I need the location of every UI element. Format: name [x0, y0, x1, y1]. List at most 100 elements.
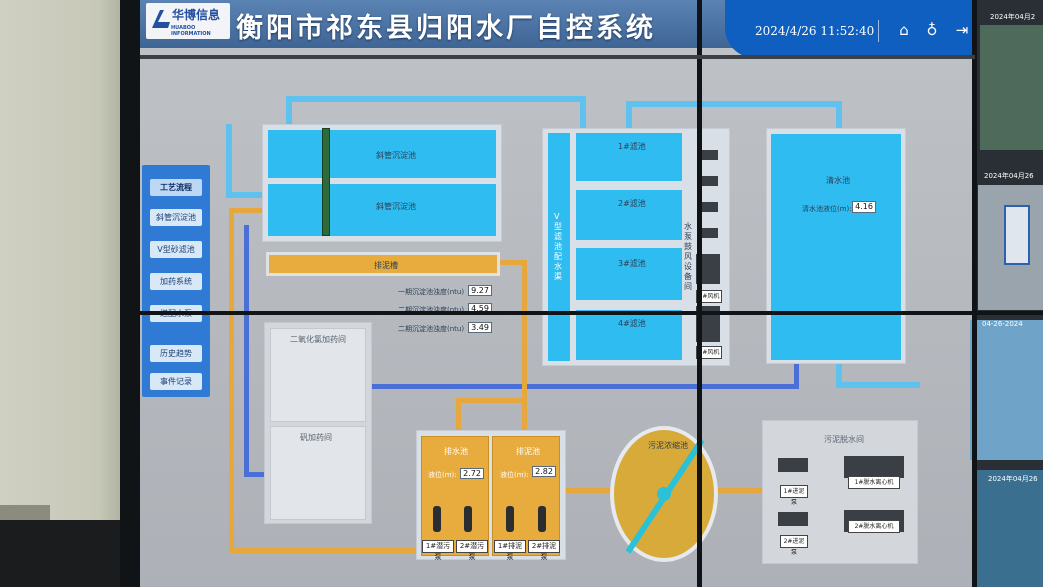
- brand-logo: 华博信息 HUABOO INFORMATION: [146, 3, 230, 39]
- logout-icon[interactable]: ⇥: [955, 21, 969, 39]
- feed-pump-2-button[interactable]: 2#进泥泵: [780, 535, 808, 556]
- sludge-thickener[interactable]: [608, 424, 720, 564]
- page-title: 衡阳市祁东县归阳水厂自控系统: [236, 13, 656, 44]
- logo-icon: [152, 10, 170, 28]
- sludge-level-value: 2.82: [532, 466, 556, 477]
- chlorine-dioxide-room-label: 二氧化氯加药间: [290, 335, 346, 344]
- clearwater-tank[interactable]: [771, 134, 901, 360]
- clearwater-label: 清水池: [826, 176, 850, 185]
- pipe-blue: [226, 192, 266, 198]
- thickener-label: 污泥浓缩池: [648, 441, 688, 450]
- pipe-blue: [286, 96, 584, 102]
- user-icon[interactable]: ♁: [926, 21, 938, 39]
- camera-timestamp: 2024年04月26: [988, 475, 1038, 483]
- pipe-navy: [244, 472, 266, 477]
- clock-panel: [725, 0, 975, 58]
- feed-pump-1-button[interactable]: 1#进泥泵: [780, 485, 808, 506]
- filter-1[interactable]: [576, 133, 682, 181]
- sludge-channel[interactable]: [266, 252, 500, 276]
- nav-process[interactable]: 工艺流程: [150, 179, 202, 196]
- drain-pool-label: 排水池: [444, 447, 468, 456]
- pipe-orange: [456, 398, 461, 432]
- pipe-orange: [500, 260, 526, 265]
- sedimentation-tank-2-label: 斜管沉淀池: [376, 202, 416, 211]
- filter-2[interactable]: [576, 190, 682, 240]
- pipe-orange: [564, 488, 612, 493]
- drain-pool[interactable]: [421, 436, 489, 556]
- reading-label: 二期沉淀池浊度(ntu): [398, 306, 465, 314]
- dewatering-label: 污泥脱水间: [824, 435, 864, 444]
- reading-label: 一期沉淀池浊度(ntu): [398, 288, 465, 296]
- filter-4-label: 4#滤池: [618, 319, 646, 328]
- centrifuge-1-button[interactable]: 1#脱水离心机: [848, 476, 900, 489]
- sludge-pump-2-button[interactable]: 2#排泥泵: [528, 540, 560, 561]
- bezel-vertical: [697, 0, 702, 587]
- pipe-orange: [456, 398, 526, 403]
- pipe-orange: [229, 208, 269, 213]
- nav-history[interactable]: 历史趋势: [150, 345, 202, 362]
- blower-pumps-icon: [698, 150, 718, 238]
- pipe-orange: [522, 260, 527, 432]
- pipe-orange: [718, 488, 764, 493]
- wall-background: [0, 0, 140, 587]
- sludge-pool-label: 排泥池: [516, 447, 540, 456]
- pipe-blue: [626, 101, 632, 128]
- pipe-blue: [286, 96, 292, 126]
- nav-sedimentation[interactable]: 斜管沉淀池: [150, 209, 202, 226]
- pipe-navy: [794, 362, 799, 389]
- bezel-top: [140, 55, 975, 59]
- pump-room-label: 水泵鼓风设备间: [684, 222, 692, 291]
- sludge-pool[interactable]: [492, 436, 560, 556]
- camera-timestamp: 04-26-2024: [982, 320, 1023, 328]
- centrifuge-2-button[interactable]: 2#脱水离心机: [848, 520, 900, 533]
- pipe-navy: [372, 384, 798, 389]
- sedimentation-tank-1-label: 斜管沉淀池: [376, 151, 416, 160]
- sludge-level-label: 液位(m):: [500, 471, 529, 479]
- sedimentation-tank-1[interactable]: [268, 130, 496, 178]
- filter-4[interactable]: [576, 310, 682, 360]
- alum-room[interactable]: [270, 426, 366, 520]
- datetime: 2024/4/26 11:52:40: [755, 24, 875, 38]
- drain-level-value: 2.72: [460, 468, 484, 479]
- pipe-blue: [580, 96, 586, 128]
- bezel-horizontal: [140, 311, 1043, 315]
- pipe-orange: [229, 208, 234, 553]
- dewatering-equipment-icon: [778, 456, 904, 532]
- drain-pump-2-button[interactable]: 2#潜污泵: [456, 540, 488, 561]
- desk-equipment: [0, 520, 120, 587]
- home-icon[interactable]: ⌂: [899, 21, 909, 39]
- camera-sign: [1004, 205, 1030, 265]
- filter-1-label: 1#滤池: [618, 142, 646, 151]
- nav-events[interactable]: 事件记录: [150, 373, 202, 390]
- drain-pump-1-button[interactable]: 1#潜污泵: [422, 540, 454, 561]
- sludge-pump-1-button[interactable]: 1#排泥泵: [494, 540, 526, 561]
- camera-timestamp: 2024年04月2: [990, 13, 1036, 21]
- nav-dosing[interactable]: 加药系统: [150, 273, 202, 290]
- clearwater-level-label: 清水池液位(m):: [802, 205, 852, 213]
- pipe-blue: [626, 101, 840, 107]
- camera-feed-1: [980, 25, 1043, 150]
- alum-room-label: 矾加药间: [300, 433, 332, 442]
- sedimentation-tank-2[interactable]: [268, 184, 496, 236]
- bezel-left: [120, 0, 140, 587]
- fan-1-button[interactable]: 1#风机: [696, 290, 722, 303]
- filter-distribution-channel[interactable]: [548, 133, 570, 361]
- filter-3-label: 3#滤池: [618, 259, 646, 268]
- turbidity-3-value: 3.49: [468, 322, 492, 333]
- camera-feed-4: [972, 470, 1043, 587]
- pipe-orange: [229, 548, 419, 553]
- filter-2-label: 2#滤池: [618, 199, 646, 208]
- reading-label: 二期沉淀池浊度(ntu): [398, 325, 465, 333]
- filter-channel-label: V型滤池配水渠: [554, 212, 562, 281]
- bezel-right: [972, 0, 977, 587]
- pipe-blue: [226, 124, 232, 196]
- filter-3[interactable]: [576, 248, 682, 300]
- pipe-blue: [836, 101, 842, 129]
- submersible-pumps-icon: [433, 506, 546, 532]
- nav-filter[interactable]: V型砂滤池: [150, 241, 202, 258]
- chlorine-dioxide-room[interactable]: [270, 328, 366, 422]
- logo-english: HUABOO INFORMATION: [171, 25, 211, 37]
- fan-2-button[interactable]: 2#风机: [696, 346, 722, 359]
- toolbar-divider: [878, 20, 879, 42]
- camera-feed-3: [970, 320, 1043, 460]
